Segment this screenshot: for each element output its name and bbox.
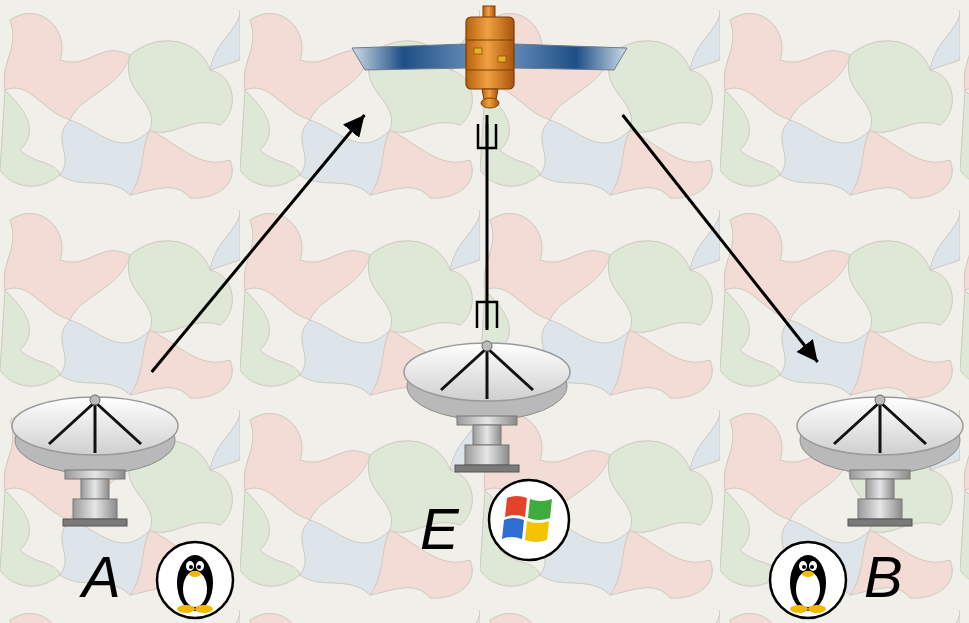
windows-logo [489, 480, 569, 560]
signal-arrow [623, 115, 818, 362]
station-label: E [420, 500, 459, 558]
satellite [352, 6, 627, 108]
antenna-symbol [477, 124, 497, 328]
signal-arrow [152, 115, 365, 372]
ground-station: A [12, 372, 180, 530]
link-line [486, 115, 489, 330]
dish-antenna [12, 395, 178, 526]
linux-logo [157, 542, 233, 618]
dish-antenna [797, 395, 963, 526]
station-label: B [864, 548, 903, 606]
dish-antenna [404, 341, 570, 472]
eavesdropper-station: E [403, 330, 571, 475]
station-label: A [82, 548, 121, 606]
satellite-node [350, 5, 630, 115]
ground-station: B [795, 362, 963, 530]
linux-logo [770, 542, 846, 618]
